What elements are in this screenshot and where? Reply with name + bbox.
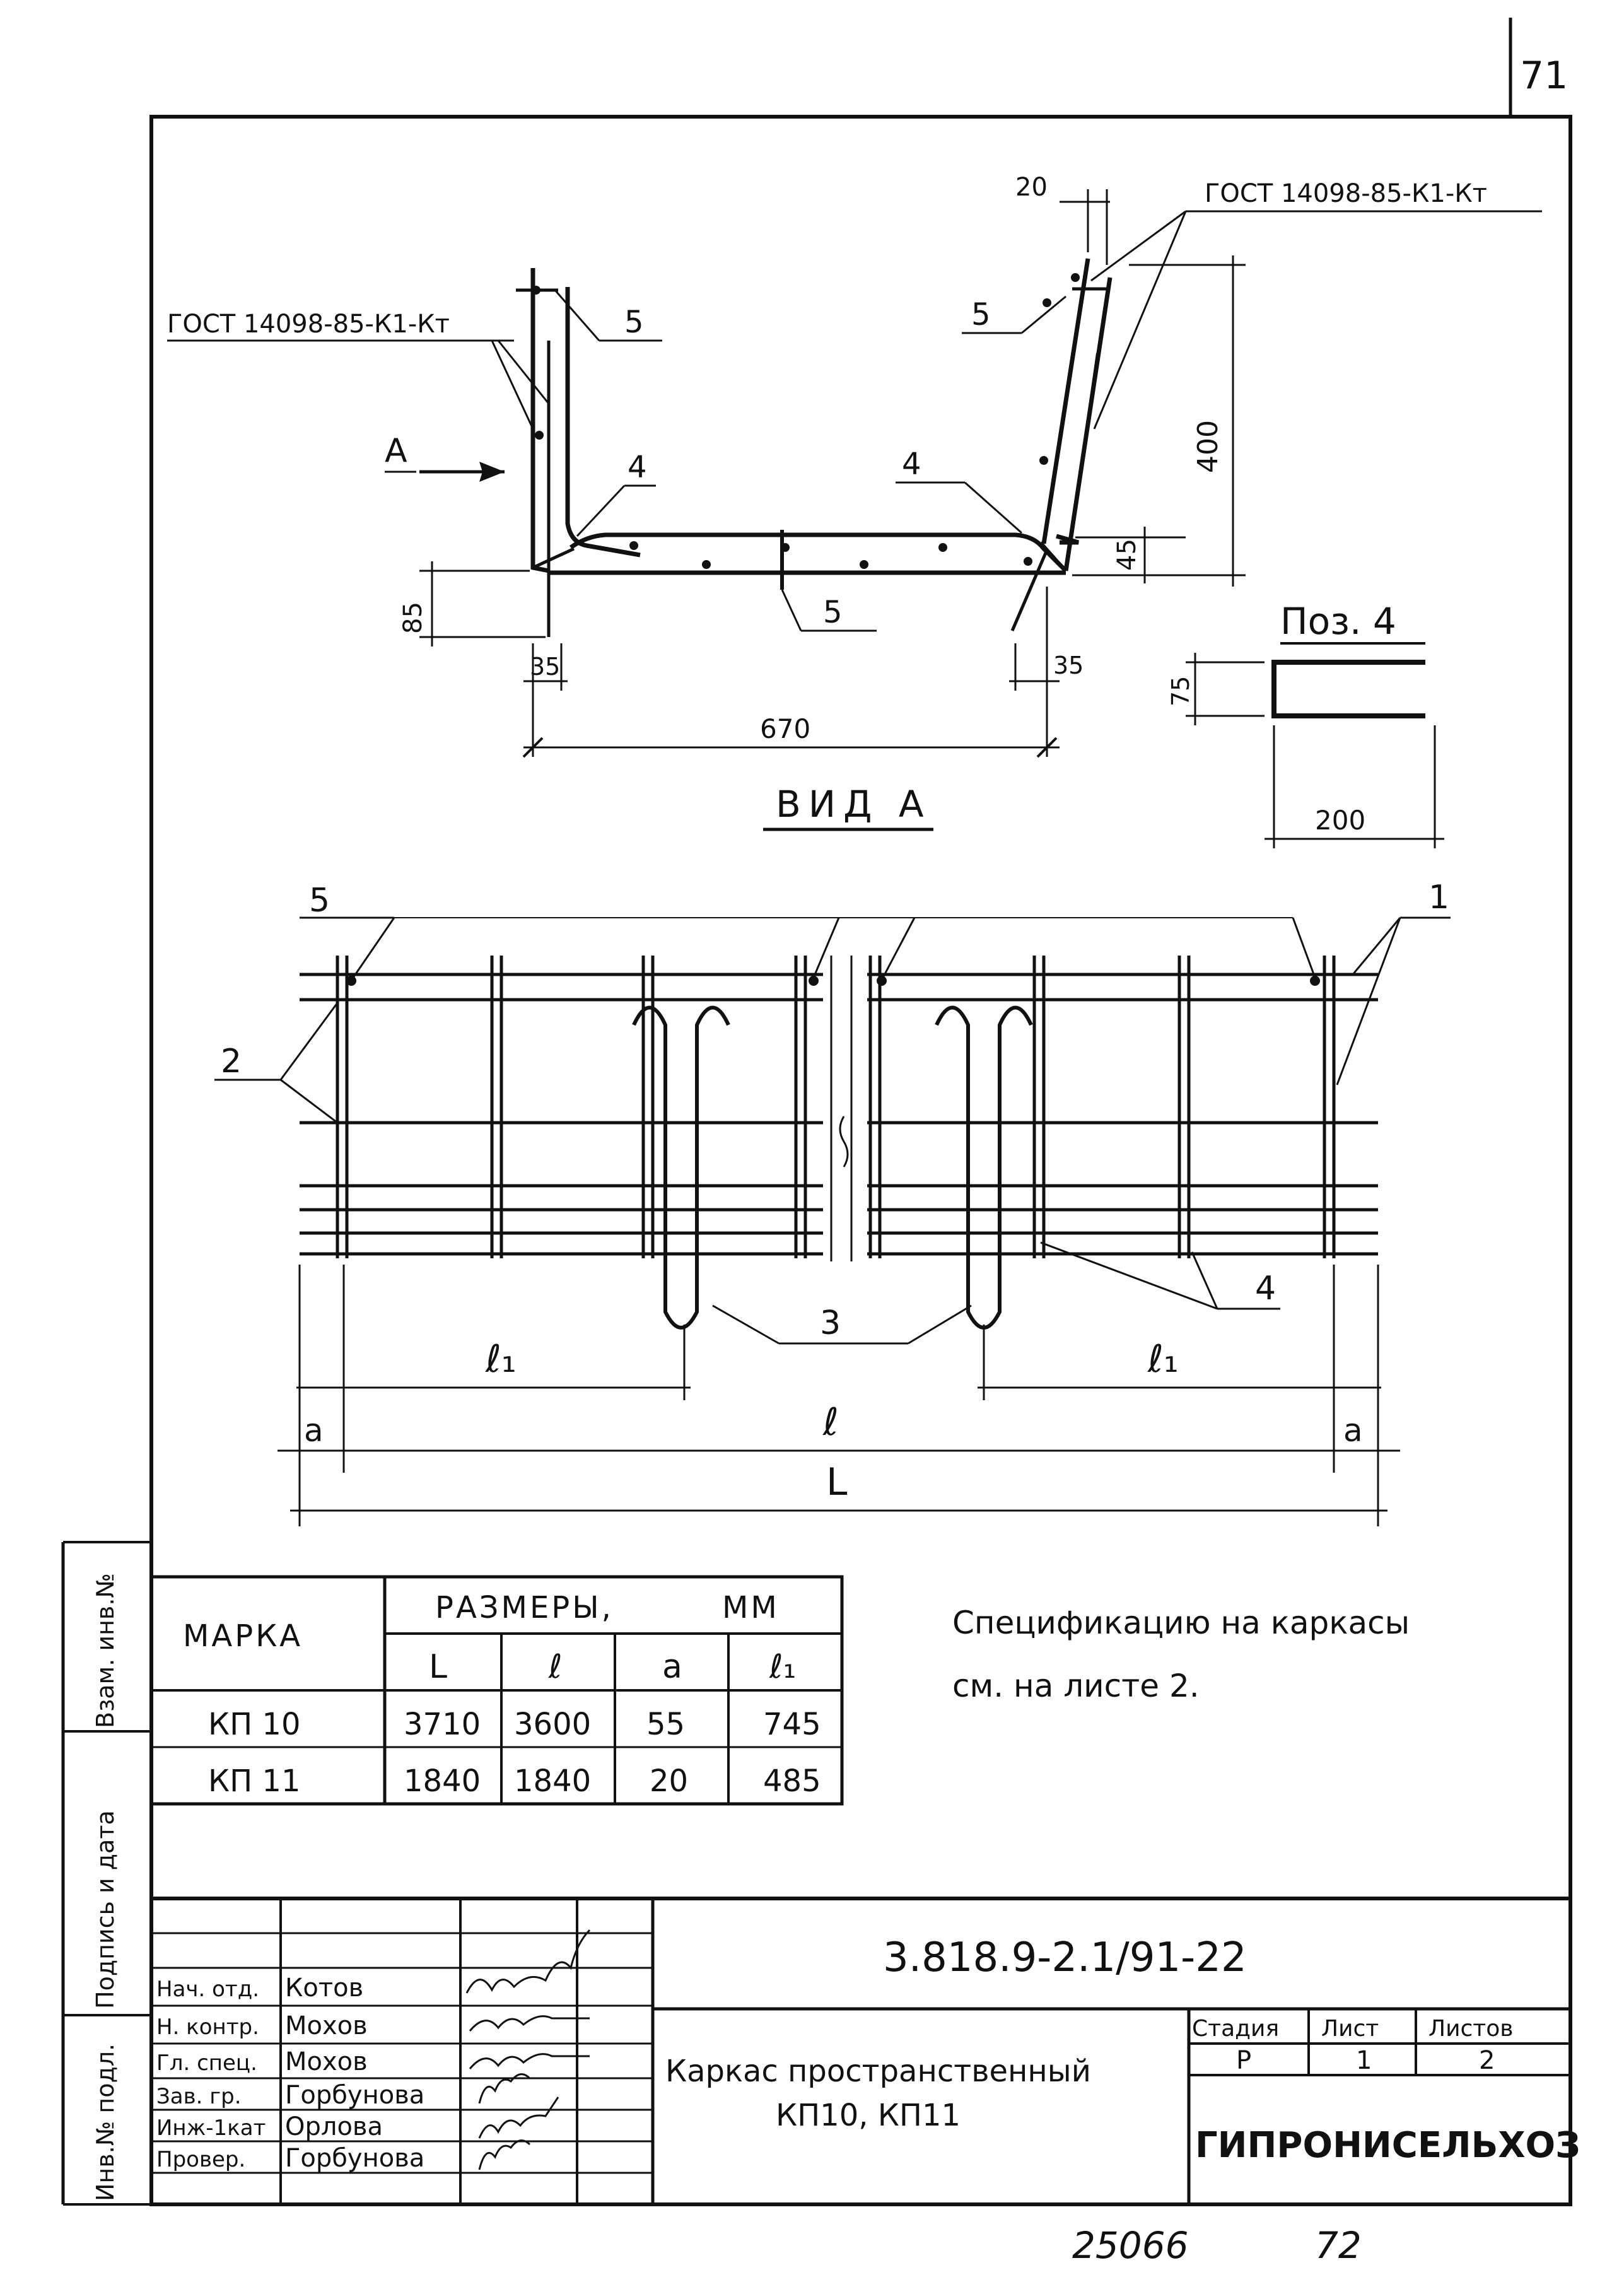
view-a-label-3: 3 <box>820 1304 841 1342</box>
doc-code: 3.818.9-2.1/91-22 <box>883 1934 1247 1981</box>
view-a-label-1: 1 <box>1428 879 1449 916</box>
staff-role: Нач. отд. <box>156 1977 259 2002</box>
pos-label-4-left: 4 <box>628 450 647 485</box>
staff-role: Гл. спец. <box>156 2050 257 2076</box>
dim-edge-right: 35 <box>1053 652 1084 679</box>
signatures <box>465 1929 591 2170</box>
dim-offset-left: 85 <box>399 602 428 634</box>
staff-role: Н. контр. <box>156 2015 259 2040</box>
title-block: Нач. отд. Котов Н. контр. Мохов Гл. спец… <box>151 1897 1580 2204</box>
view-a: ВИД А <box>214 783 1451 1526</box>
row-l1: 745 <box>763 1707 821 1742</box>
hdr-sheets: Листов <box>1428 2016 1513 2042</box>
table-sub-l1: ℓ₁ <box>769 1648 796 1686</box>
table-col-dims: РАЗМЕРЫ, <box>435 1590 614 1625</box>
gost-label-left: ГОСТ 14098-85-К1-Кт <box>167 310 450 339</box>
dim-height: 400 <box>1192 420 1224 473</box>
pos-label-5-right: 5 <box>971 297 991 332</box>
row-mark: КП 11 <box>208 1764 301 1799</box>
pos4-dim-length: 200 <box>1315 805 1365 836</box>
row-l: 3600 <box>514 1707 591 1742</box>
footer-num-left: 25066 <box>1072 2224 1189 2267</box>
staff-name: Горбунова <box>285 2081 424 2110</box>
staff-list: Нач. отд. Котов Н. контр. Мохов Гл. спец… <box>156 1974 424 2173</box>
row-l1: 485 <box>763 1764 821 1799</box>
pos4-detail: Поз. 4 75 200 <box>1167 600 1444 848</box>
hdr-sheet: Лист <box>1321 2016 1379 2042</box>
side-stamp-signature-date: Подпись и дата <box>91 1810 119 2009</box>
table-sub-a: a <box>662 1648 682 1686</box>
dim-width: 670 <box>760 713 810 744</box>
pos4-title: Поз. 4 <box>1280 600 1396 643</box>
dim-l1-left: ℓ₁ <box>485 1337 517 1381</box>
table-sub-l: ℓ <box>548 1648 562 1686</box>
stage-value: Р <box>1236 2046 1251 2075</box>
table-row: КП 11 1840 1840 20 485 <box>208 1764 821 1799</box>
view-a-title: ВИД А <box>776 783 932 826</box>
sheet-value: 1 <box>1356 2046 1372 2075</box>
staff-name: Орлова <box>285 2112 383 2141</box>
dim-L: L <box>826 1460 848 1504</box>
dim-a-left: a <box>304 1412 324 1449</box>
view-a-label-2: 2 <box>221 1043 242 1080</box>
org-name: ГИПРОНИСЕЛЬХОЗ <box>1195 2125 1580 2166</box>
row-a: 20 <box>650 1764 688 1799</box>
gost-label-right: ГОСТ 14098-85-К1-Кт <box>1205 179 1487 208</box>
pos-label-5-left: 5 <box>624 305 644 340</box>
doc-title-line1: Каркас пространственный <box>665 2054 1091 2089</box>
section-view: ГОСТ 14098-85-К1-Кт 5 4 А 5 4 5 ГОСТ 140… <box>167 173 1542 758</box>
row-mark: КП 10 <box>208 1707 301 1742</box>
staff-name: Мохов <box>285 2011 368 2040</box>
staff-name: Горбунова <box>285 2144 424 2173</box>
table-sub-L: L <box>429 1648 447 1686</box>
dim-a-right: a <box>1343 1412 1363 1449</box>
note-line-1: Спецификацию на каркасы <box>952 1605 1410 1641</box>
dim-l1-right: ℓ₁ <box>1147 1337 1179 1381</box>
side-stamp-original-inv: Инв.№ подл. <box>91 2044 119 2201</box>
view-a-label-5: 5 <box>309 882 330 920</box>
dim-offset-right: 45 <box>1113 539 1142 571</box>
pos-label-5-bottom: 5 <box>823 595 843 630</box>
row-L: 3710 <box>404 1707 481 1742</box>
staff-role: Провер. <box>156 2147 245 2172</box>
side-stamp-replace-inv: Взам. инв.№ <box>91 1573 119 1728</box>
staff-name: Котов <box>285 1974 363 2003</box>
dims-table: МАРКА РАЗМЕРЫ, ММ L ℓ a ℓ₁ КП 10 3710 36… <box>149 1575 844 1806</box>
row-l: 1840 <box>514 1764 591 1799</box>
row-L: 1840 <box>404 1764 481 1799</box>
staff-role: Инж-1кат <box>156 2115 266 2141</box>
row-a: 55 <box>646 1707 685 1742</box>
sheet-frame <box>149 115 1572 2206</box>
pos-label-4-right: 4 <box>902 447 921 482</box>
footer-num-right: 72 <box>1315 2224 1362 2267</box>
dim-edge-left: 35 <box>530 653 560 681</box>
table-row: КП 10 3710 3600 55 745 <box>208 1707 821 1742</box>
staff-name: Мохов <box>285 2047 368 2076</box>
table-col-unit: ММ <box>722 1590 780 1625</box>
dim-l: ℓ <box>822 1400 839 1444</box>
page-number: 71 <box>1520 54 1568 98</box>
dim-top-gap: 20 <box>1015 173 1048 202</box>
table-col-mark: МАРКА <box>183 1618 303 1654</box>
pos4-dim-height: 75 <box>1167 676 1195 706</box>
hdr-stage: Стадия <box>1192 2016 1279 2042</box>
view-a-label-4: 4 <box>1255 1270 1276 1307</box>
staff-role: Зав. гр. <box>156 2084 242 2109</box>
doc-title-line2: КП10, КП11 <box>776 2098 961 2133</box>
view-arrow-label: А <box>385 432 407 470</box>
sheets-value: 2 <box>1479 2046 1495 2075</box>
note-line-2: см. на листе 2. <box>952 1668 1200 1704</box>
